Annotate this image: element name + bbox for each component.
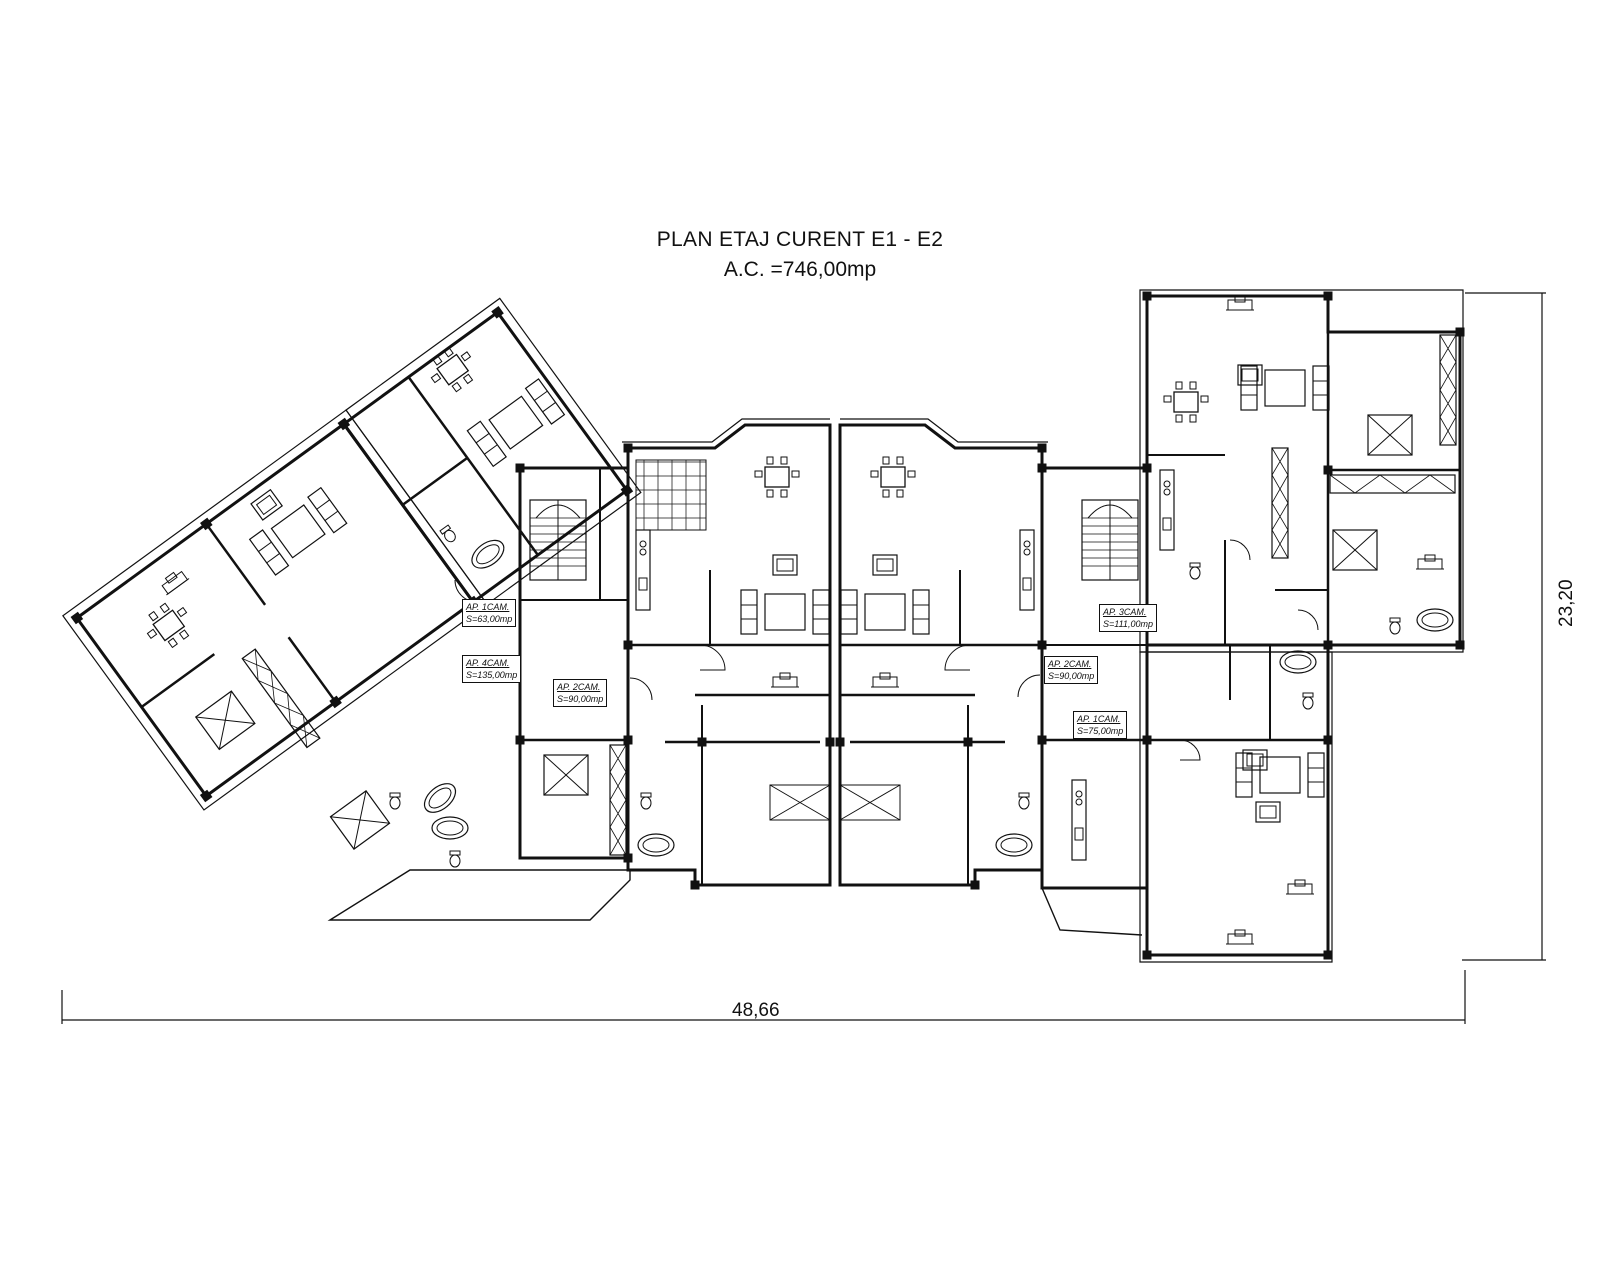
apartment-name: AP. 1CAM. — [1077, 714, 1121, 724]
door-swings — [454, 539, 1319, 761]
overall-width-dimension-line — [61, 970, 1466, 1024]
apartment-label: AP. 1CAM. S=63,00mp — [462, 599, 517, 627]
right-stair-core — [1037, 463, 1152, 936]
left-wing-apartments — [62, 297, 642, 811]
center-right-apartment — [835, 418, 1048, 890]
height-dimension-label: 23,20 — [1556, 579, 1577, 627]
apartment-label: AP. 4CAM. S=135,00mp — [462, 655, 522, 683]
overall-height-dimension-line — [1462, 292, 1546, 961]
apartment-label: AP. 1CAM. S=75,00mp — [1073, 711, 1128, 739]
plan-area: A.C. =746,00mp — [723, 258, 877, 281]
apartment-area: S=90,00mp — [557, 694, 604, 704]
apartment-name: AP. 1CAM. — [466, 602, 510, 612]
apartment-label: AP. 2CAM. S=90,00mp — [553, 679, 608, 707]
center-left-apartment — [622, 418, 835, 890]
apartment-name: AP. 2CAM. — [1048, 659, 1092, 669]
apartment-area: S=63,00mp — [466, 614, 513, 624]
apartment-name: AP. 4CAM. — [466, 658, 510, 668]
left-stair-core — [515, 463, 633, 863]
right-upper-apartment — [1139, 289, 1465, 653]
apartment-label: AP. 2CAM. S=90,00mp — [1044, 656, 1099, 684]
apartment-name: AP. 3CAM. — [1103, 607, 1147, 617]
apartment-name: AP. 2CAM. — [557, 682, 601, 692]
plan-title: PLAN ETAJ CURENT E1 - E2 — [656, 228, 944, 251]
apartment-area: S=135,00mp — [466, 670, 518, 680]
right-lower-apartment — [1139, 643, 1333, 963]
width-dimension-label: 48,66 — [732, 1000, 780, 1021]
apartment-area: S=75,00mp — [1077, 726, 1124, 736]
apartment-area: S=111,00mp — [1103, 619, 1153, 629]
apartment-area: S=90,00mp — [1048, 671, 1095, 681]
left-lower-apartment — [327, 777, 631, 921]
apartment-label: AP. 3CAM. S=111,00mp — [1099, 604, 1157, 632]
